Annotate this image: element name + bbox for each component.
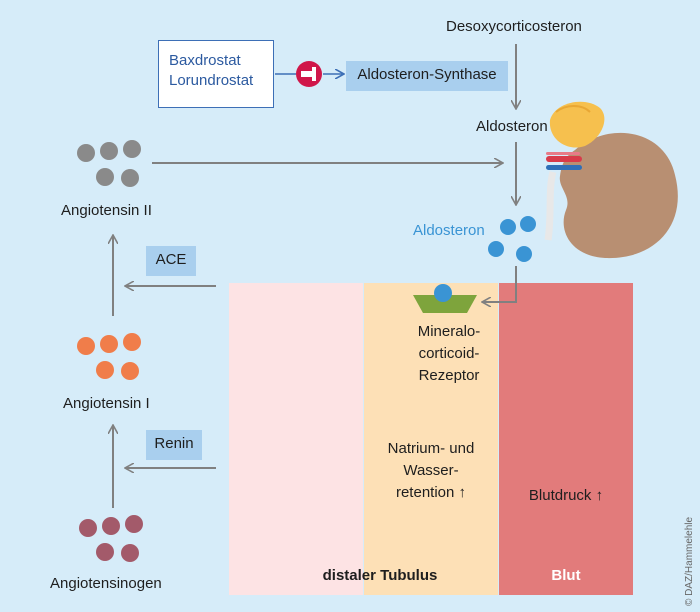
label-angiotensin1: Angiotensin I: [63, 395, 150, 412]
label-angiotensinogen: Angiotensinogen: [50, 575, 162, 592]
kidney-illustration: [544, 101, 678, 259]
label-blutdruck: Blutdruck ↑: [528, 487, 604, 504]
inhibitor-drug-lorundrostat: Lorundrostat: [169, 72, 254, 89]
angiotensin2-molecules: [77, 140, 141, 187]
natrium-line-2: Wasser-: [403, 462, 459, 479]
label-desoxycorticosteron: Desoxycorticosteron: [446, 18, 582, 35]
inhibition-icon: [296, 61, 322, 87]
mineralocorticoid-receptor-icon: [413, 284, 477, 313]
column-label-distaler-tubulus: distaler Tubulus: [322, 567, 438, 584]
column-distal-tubulus: [364, 283, 498, 595]
enzyme-renin: Renin: [146, 430, 202, 460]
column-left-tissue: [229, 283, 363, 595]
receptor-line-1: Mineralo-: [417, 323, 481, 340]
image-credit: © DAZ/Hammelehle: [684, 516, 695, 606]
column-label-blut: Blut: [551, 567, 581, 584]
receptor-line-3: Rezeptor: [418, 367, 480, 384]
natrium-line-3: retention ↑: [395, 484, 467, 501]
inhibitor-drugs-box: Baxdrostat Lorundrostat: [158, 40, 274, 108]
angiotensin1-molecules: [77, 333, 141, 380]
enzyme-ace: ACE: [146, 246, 196, 276]
natrium-line-1: Natrium- und: [387, 440, 475, 457]
angiotensinogen-molecules: [79, 515, 143, 562]
enzyme-aldosteron-synthase: Aldosteron-Synthase: [346, 61, 508, 91]
receptor-line-2: corticoid-: [418, 345, 480, 362]
label-mineralocorticoid-receptor: Mineralo- corticoid- Rezeptor: [394, 321, 504, 387]
inhibitor-drug-baxdrostat: Baxdrostat: [169, 52, 241, 69]
label-natrium-wasser-retention: Natrium- und Wasser- retention ↑: [370, 438, 492, 504]
column-blood: [499, 283, 633, 595]
aldosteron-molecules: [488, 216, 536, 262]
arrow-aldosteron-to-receptor: [483, 266, 517, 302]
label-aldosteron-top: Aldosteron: [476, 118, 548, 135]
label-angiotensin2: Angiotensin II: [61, 202, 152, 219]
label-aldosteron-blue: Aldosteron: [413, 222, 485, 239]
